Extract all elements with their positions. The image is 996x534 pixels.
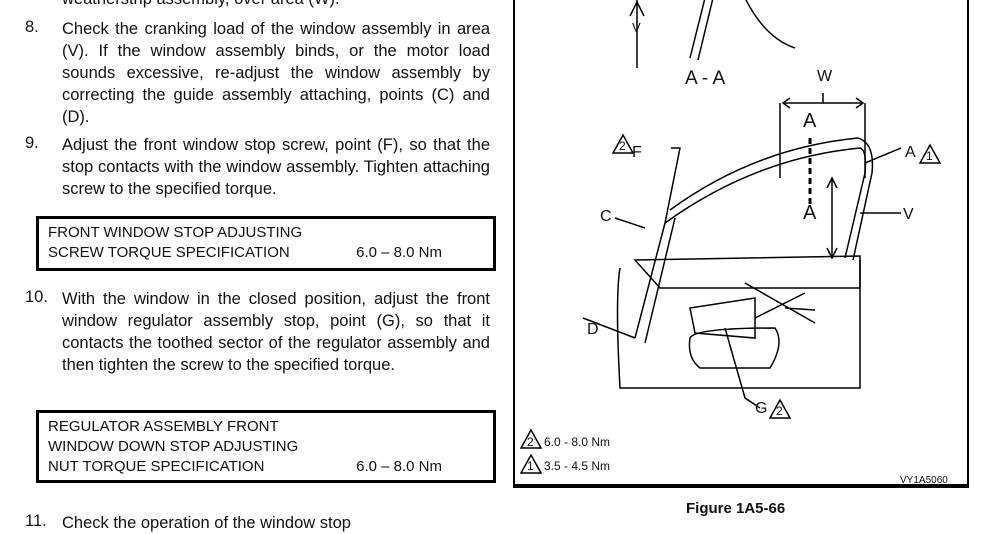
door-window-diagram — [519, 0, 942, 474]
step-8-text: Check the cranking load of the window as… — [62, 20, 490, 126]
figure-code: VY1A5060 — [900, 475, 948, 486]
spec-value: 6.0 – 8.0 Nm — [356, 458, 442, 475]
step-9-text: Adjust the front window stop screw, poin… — [62, 136, 490, 198]
label-d: D — [587, 321, 599, 338]
torque-2-marker: 2 — [776, 404, 783, 418]
step-10-number: 10. — [25, 288, 48, 306]
legend-torque-2: 6.0 - 8.0 Nm — [544, 435, 611, 449]
label-v: V — [903, 206, 914, 223]
legend-marker: 2 — [527, 435, 534, 449]
torque-1-marker: 1 — [926, 149, 933, 163]
spec-line: REGULATOR ASSEMBLY FRONT — [48, 418, 279, 435]
label-a-bottom: A — [803, 202, 817, 224]
label-g: G — [755, 400, 768, 417]
spec-box-window-stop: FRONT WINDOW STOP ADJUSTING SCREW TORQUE… — [36, 216, 496, 271]
figure-frame: V A - A W A A F 2 A 1 V C D G 2 2 6.0 - … — [513, 0, 969, 488]
spec-line: WINDOW DOWN STOP ADJUSTING — [48, 438, 299, 455]
spec-value: 6.0 – 8.0 Nm — [356, 244, 442, 261]
spec-line: SCREW TORQUE SPECIFICATION — [48, 244, 290, 261]
spec-line: NUT TORQUE SPECIFICATION — [48, 458, 265, 475]
step-11-number: 11. — [25, 512, 47, 530]
label-a-top: A — [803, 110, 817, 132]
label-f: F — [632, 144, 642, 161]
step-7-tail: weatherstrip assembly, over area (W). — [62, 0, 340, 10]
step-9-number: 9. — [25, 134, 39, 152]
section-label: A - A — [685, 68, 726, 89]
label-a-right: A — [905, 144, 916, 161]
torque-2-marker: 2 — [619, 139, 626, 153]
step-8-number: 8. — [25, 18, 39, 36]
step-10-text: With the window in the closed position, … — [62, 290, 490, 374]
label-c: C — [600, 208, 612, 225]
legend-marker: 1 — [527, 459, 534, 473]
figure-caption: Figure 1A5-66 — [686, 500, 786, 517]
step-11-text: Check the operation of the window stop — [62, 514, 351, 532]
spec-box-regulator-stop: REGULATOR ASSEMBLY FRONT WINDOW DOWN STO… — [36, 410, 496, 483]
legend-torque-1: 3.5 - 4.5 Nm — [544, 459, 611, 473]
label-w: W — [817, 68, 833, 85]
label-v-top: V — [632, 20, 641, 35]
spec-line: FRONT WINDOW STOP ADJUSTING — [48, 224, 303, 241]
